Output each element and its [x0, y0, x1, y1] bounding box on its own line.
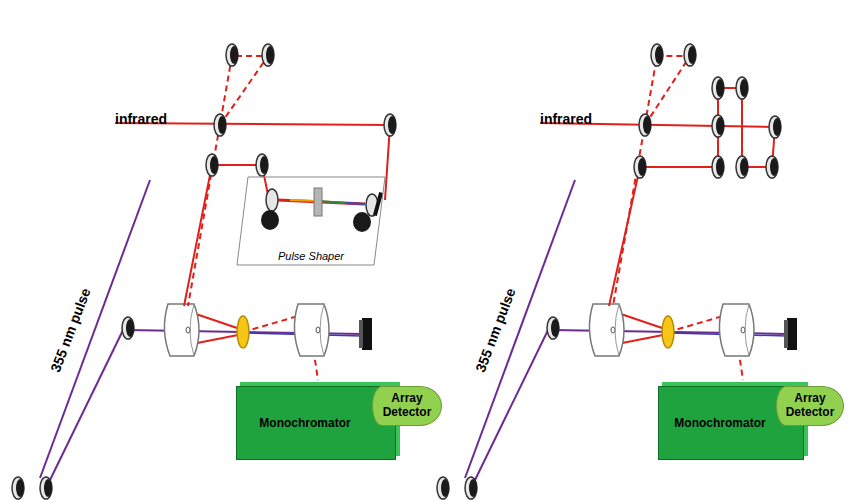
beam-label: infrared — [115, 111, 167, 127]
node-text: Array Detector — [783, 392, 837, 420]
node-text: Array Detector — [379, 392, 435, 420]
node-text: Monochromator — [674, 416, 765, 430]
pulse-shaper-panel: Pulse Shaper — [236, 176, 386, 266]
beam-label: infrared — [540, 111, 592, 127]
node-text: Monochromator — [259, 416, 350, 430]
beam-label-rotated: 355 nm pulse — [472, 286, 519, 375]
array-detector: Array Detector — [372, 386, 442, 426]
node-text: Pulse Shaper — [278, 250, 344, 262]
beam-label-rotated: 355 nm pulse — [47, 286, 94, 375]
array-detector: Array Detector — [776, 386, 844, 426]
